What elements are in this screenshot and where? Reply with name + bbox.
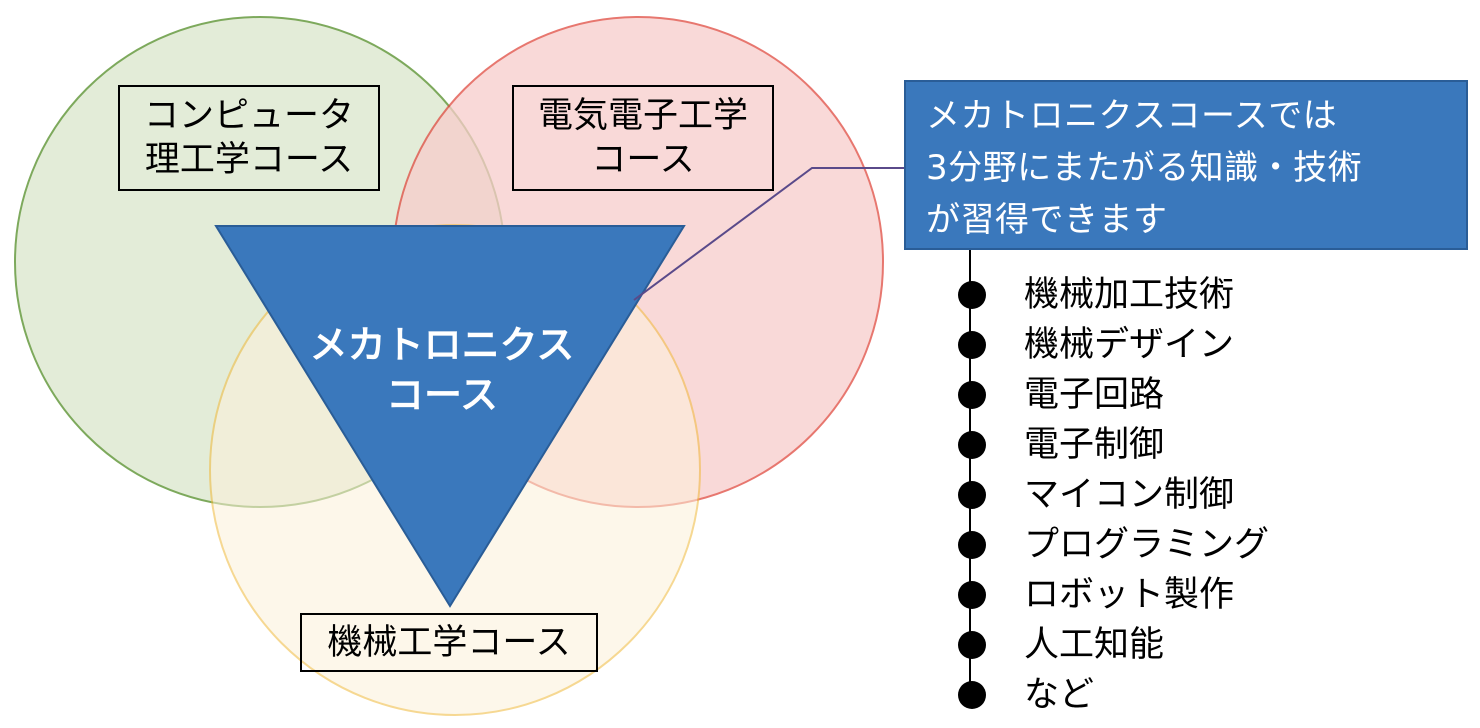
skill-list: 機械加工技術 機械デザイン 電子回路 電子制御 マイコン制御 プログラミング ロ… bbox=[948, 270, 1269, 720]
computer-science-course-label: コンピュータ 理工学コース bbox=[118, 85, 380, 191]
list-item: 機械加工技術 bbox=[948, 270, 1269, 320]
skill-label: ロボット製作 bbox=[1024, 575, 1235, 615]
skill-label: 機械加工技術 bbox=[1024, 275, 1235, 315]
bullet-icon bbox=[958, 281, 986, 309]
list-item: 電子制御 bbox=[948, 420, 1269, 470]
callout-box: メカトロニクスコースでは 3分野にまたがる知識・技術 が習得できます bbox=[904, 80, 1468, 250]
mechatronics-triangle bbox=[214, 225, 686, 608]
list-item: など bbox=[948, 670, 1269, 720]
skill-label: プログラミング bbox=[1024, 525, 1270, 565]
bullet-icon bbox=[958, 531, 986, 559]
list-item: マイコン制御 bbox=[948, 470, 1269, 520]
bullet-icon bbox=[958, 581, 986, 609]
skill-label: 電子回路 bbox=[1024, 375, 1165, 415]
bullet-icon bbox=[958, 331, 986, 359]
bullet-icon bbox=[958, 481, 986, 509]
mechatronics-course-label: メカトロニクス コース bbox=[309, 323, 575, 417]
bullet-icon bbox=[958, 381, 986, 409]
bullet-icon bbox=[958, 431, 986, 459]
list-item: 電子回路 bbox=[948, 370, 1269, 420]
list-item: 機械デザイン bbox=[948, 320, 1269, 370]
bullet-icon bbox=[958, 681, 986, 709]
list-item: ロボット製作 bbox=[948, 570, 1269, 620]
callout-connector-line bbox=[633, 167, 906, 301]
bullet-icon bbox=[958, 631, 986, 659]
list-item: 人工知能 bbox=[948, 620, 1269, 670]
skill-label: など bbox=[1024, 675, 1095, 715]
skill-label: 人工知能 bbox=[1024, 625, 1165, 665]
list-item: プログラミング bbox=[948, 520, 1269, 570]
mechanical-engineering-course-label: 機械工学コース bbox=[300, 613, 598, 672]
electrical-engineering-course-label: 電気電子工学 コース bbox=[512, 85, 774, 191]
skill-label: マイコン制御 bbox=[1024, 475, 1235, 515]
skill-label: 機械デザイン bbox=[1024, 325, 1235, 365]
skill-label: 電子制御 bbox=[1024, 425, 1165, 465]
